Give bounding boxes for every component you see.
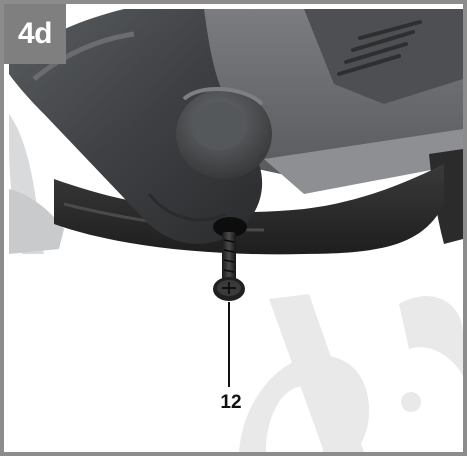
lower-cover [54,164,444,255]
top-housing-dark [304,9,463,104]
knob-rim [182,87,264,106]
arm-highlight [32,31,135,81]
vent-slots [337,20,422,76]
watermark-letters [239,294,463,452]
step-badge: 4d [4,4,66,64]
arm-edge [147,193,227,222]
callout-label: 12 [220,392,242,413]
handle-arm [9,9,263,244]
product-photo [4,4,463,452]
top-housing-edge [264,129,463,194]
screw-hole [213,217,247,237]
screw-12 [213,232,245,301]
blade-guard-shade [9,189,64,254]
knob-face [191,102,247,150]
